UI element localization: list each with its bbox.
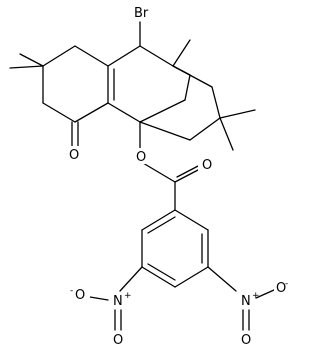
bond bbox=[19, 53, 44, 67]
bond bbox=[219, 109, 256, 119]
bond bbox=[147, 216, 176, 234]
atom-nitro-oxygen-right-top: O bbox=[276, 281, 286, 296]
atom-ester-oxygen: O bbox=[136, 150, 146, 165]
charge-nitro-oxygen-right-top: - bbox=[285, 279, 288, 289]
bond bbox=[172, 39, 191, 67]
bond bbox=[219, 117, 234, 151]
bond bbox=[42, 45, 76, 67]
atom-nitro-oxygen-left-top: O bbox=[75, 288, 85, 303]
atom-carbonyl-oxygen: O bbox=[202, 158, 212, 173]
bonds bbox=[9, 21, 275, 331]
atom-nitro-oxygen-left-bottom: O bbox=[113, 333, 123, 348]
bond bbox=[207, 266, 237, 292]
atom-nitro-nitrogen-left: N bbox=[113, 294, 123, 309]
bond bbox=[184, 74, 191, 101]
bond bbox=[189, 117, 221, 141]
atom-nitro-oxygen-right-bottom: O bbox=[241, 333, 251, 348]
bond bbox=[74, 102, 109, 123]
bond bbox=[141, 209, 176, 231]
atom-ketone-oxygen: O bbox=[69, 148, 79, 163]
bond bbox=[74, 45, 109, 67]
bond bbox=[172, 65, 213, 88]
chemical-structure: Br O O O N + O - O N + O - O bbox=[9, 2, 290, 348]
bond bbox=[176, 164, 201, 178]
bond bbox=[174, 209, 209, 231]
bond bbox=[119, 266, 143, 292]
bond bbox=[107, 45, 141, 67]
bond bbox=[147, 263, 176, 281]
bond bbox=[174, 169, 199, 183]
charge-nitro-oxygen-left-top: - bbox=[70, 286, 73, 296]
atom-nitro-nitrogen-right: N bbox=[241, 294, 251, 309]
atom-labels: Br O O O N + O - O N + O - O bbox=[66, 2, 290, 348]
bond bbox=[9, 65, 44, 69]
bond bbox=[42, 102, 76, 123]
bond bbox=[89, 296, 109, 301]
bond bbox=[139, 99, 186, 123]
bond bbox=[142, 162, 176, 183]
charge-nitro-nitrogen-left: + bbox=[124, 291, 132, 301]
bond bbox=[107, 102, 141, 123]
bond bbox=[141, 266, 176, 288]
bond bbox=[255, 289, 275, 299]
bond bbox=[174, 266, 209, 288]
bond bbox=[139, 45, 174, 67]
charge-nitro-nitrogen-right: + bbox=[252, 291, 260, 301]
bond bbox=[211, 86, 221, 119]
atom-bromine: Br bbox=[134, 6, 149, 21]
bond bbox=[139, 121, 191, 141]
